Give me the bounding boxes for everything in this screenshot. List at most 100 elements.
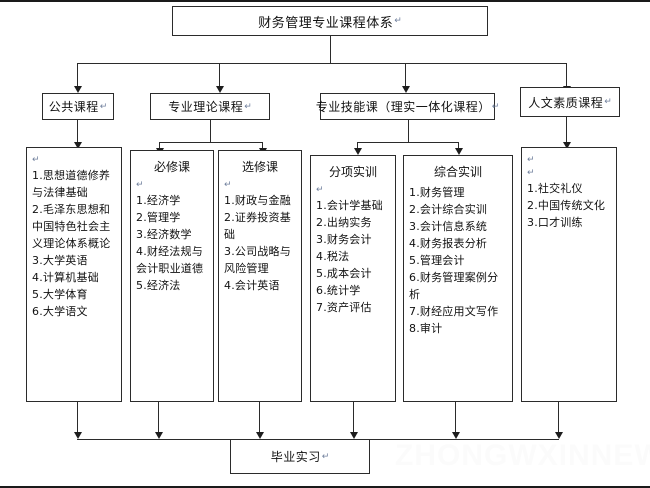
connector-col2-down xyxy=(158,402,159,436)
category-label-skill: 专业技能课（理实一体化课程） xyxy=(315,100,491,114)
connector-theory-right xyxy=(262,142,263,151)
category-box-humanities[interactable]: 人文素质课程↵ xyxy=(520,87,620,117)
arrow-col3-to-bus xyxy=(256,432,264,439)
connector-skill-left xyxy=(357,142,358,151)
connector-skill-split xyxy=(357,142,458,143)
list-item: 3.口才训练 xyxy=(527,216,583,229)
arrow-to-theory xyxy=(216,86,224,93)
pilcrow-icon: ↵ xyxy=(99,101,108,112)
category-box-public[interactable]: 公共课程↵ xyxy=(42,93,114,120)
column-box-comprehensive-training[interactable]: 综合实训 1.财务管理 2.会计综合实训 3.会计信息系统 4.财务报表分析 5… xyxy=(403,155,513,402)
column-box-public-courses[interactable]: ↵ 1.思想道德修养与法律基础 2.毛泽东思想和中国特色社会主义理论体系概论 3… xyxy=(26,147,122,402)
pilcrow-icon: ↵ xyxy=(394,16,402,26)
arrow-to-col-humanities xyxy=(563,142,571,149)
connector-theory-split xyxy=(159,142,262,143)
connector-col3-down xyxy=(259,402,260,436)
column-box-humanities-courses[interactable]: ↵ ↵ 1.社交礼仪 2.中国传统文化 3.口才训练 xyxy=(521,147,617,402)
arrow-col4-to-bus xyxy=(350,432,358,439)
list-item: 7.财经应用文写作 xyxy=(409,305,499,318)
list-item: 4.计算机基础 xyxy=(32,271,99,284)
pilcrow-icon: ↵ xyxy=(136,180,144,190)
root-title-box: 财务管理专业课程体系↵ xyxy=(172,6,488,36)
list-item: 4.会计英语 xyxy=(224,279,280,292)
pilcrow-icon: ↵ xyxy=(527,155,535,165)
list-item: 2.管理学 xyxy=(136,211,181,224)
category-label-theory: 专业理论课程 xyxy=(168,100,244,114)
list-item: 1.经济学 xyxy=(136,194,181,207)
list-item: 5.大学体育 xyxy=(32,288,88,301)
arrow-to-col-public xyxy=(74,142,82,149)
column-box-required-courses[interactable]: 必修课 ↵ 1.经济学 2.管理学 3.经济数学 4.财经法规与会计职业道德 5… xyxy=(130,150,214,402)
list-item: 6.财务管理案例分析 xyxy=(409,271,499,301)
arrow-to-public xyxy=(74,86,82,93)
category-box-theory[interactable]: 专业理论课程↵ xyxy=(150,93,270,120)
list-item: 5.管理会计 xyxy=(409,254,465,267)
connector-humanities-to-col6 xyxy=(566,117,567,145)
list-item: 3.会计信息系统 xyxy=(409,220,488,233)
list-item: 1.会计学基础 xyxy=(316,199,383,212)
connector-drop-public xyxy=(77,63,78,88)
pilcrow-icon: ↵ xyxy=(604,97,612,107)
connector-theory-left xyxy=(159,142,160,151)
pilcrow-icon: ↵ xyxy=(527,168,535,178)
pilcrow-icon: ↵ xyxy=(32,155,40,165)
list-item: 5.经济法 xyxy=(136,279,181,292)
connector-public-to-col1 xyxy=(77,120,78,145)
list-item: 1.财务管理 xyxy=(409,186,465,199)
list-item: 7.资产评估 xyxy=(316,301,372,314)
category-box-skill[interactable]: 专业技能课（理实一体化课程）↵ xyxy=(316,93,499,120)
list-item: 3.财务会计 xyxy=(316,233,372,246)
list-item: 1.财政与金融 xyxy=(224,194,291,207)
watermark: ZHONGWXINNEWS xyxy=(395,439,650,472)
list-item: 3.经济数学 xyxy=(136,228,192,241)
connector-col1-down xyxy=(77,402,78,436)
column-box-elective-courses[interactable]: 选修课 ↵ 1.财政与金融 2.证券投资基础 3.公司战略与风险管理 4.会计英… xyxy=(218,150,302,402)
list-item: 2.毛泽东思想和中国特色社会主义理论体系概论 xyxy=(32,203,111,250)
arrow-to-col-comprehensive xyxy=(455,148,463,155)
arrow-to-col-itemized xyxy=(354,148,362,155)
list-item: 4.财经法规与会计职业道德 xyxy=(136,245,204,275)
connector-col5-down xyxy=(455,402,456,436)
category-label-public: 公共课程 xyxy=(48,100,99,114)
arrow-to-skill xyxy=(402,86,410,93)
column-header-required: 必修课 xyxy=(153,160,190,174)
pilcrow-icon: ↵ xyxy=(224,180,232,190)
list-item: 3.大学英语 xyxy=(32,254,88,267)
list-item: 6.统计学 xyxy=(316,284,361,297)
arrow-col5-to-bus xyxy=(452,432,460,439)
category-label-humanities: 人文素质课程 xyxy=(528,95,604,110)
arrow-col1-to-bus xyxy=(74,432,82,439)
list-item: 6.大学语文 xyxy=(32,305,88,318)
list-item: 1.社交礼仪 xyxy=(527,182,583,195)
bottom-box-graduation-internship[interactable]: 毕业实习↵ xyxy=(230,439,370,474)
connector-col4-down xyxy=(353,402,354,436)
arrow-col6-to-bus xyxy=(555,432,563,439)
column-header-itemized: 分项实训 xyxy=(328,165,377,179)
list-item: 3.公司战略与风险管理 xyxy=(224,245,291,275)
list-item: 2.证券投资基础 xyxy=(224,211,291,241)
list-item: 2.出纳实务 xyxy=(316,216,372,229)
list-item: 5.成本会计 xyxy=(316,267,372,280)
pilcrow-icon: ↵ xyxy=(321,451,330,462)
connector-root-stem xyxy=(330,36,331,63)
connector-theory-stem xyxy=(210,120,211,142)
list-item: 1.思想道德修养与法律基础 xyxy=(32,169,111,199)
connector-drop-skill xyxy=(405,63,406,88)
column-header-elective: 选修课 xyxy=(241,160,278,174)
connector-col6-down xyxy=(558,402,559,436)
list-item: 8.审计 xyxy=(409,322,443,335)
bottom-label: 毕业实习 xyxy=(270,450,321,464)
pilcrow-icon: ↵ xyxy=(244,101,252,112)
list-item: 2.会计综合实训 xyxy=(409,203,488,216)
list-item: 4.财务报表分析 xyxy=(409,237,488,250)
connector-skill-right xyxy=(458,142,459,151)
connector-drop-theory xyxy=(219,63,220,88)
connector-main-bus xyxy=(77,63,566,64)
root-title-label: 财务管理专业课程体系 xyxy=(258,15,394,31)
connector-skill-stem xyxy=(408,120,409,142)
column-box-itemized-training[interactable]: 分项实训 ↵ 1.会计学基础 2.出纳实务 3.财务会计 4.税法 5.成本会计… xyxy=(310,155,396,402)
column-header-comprehensive: 综合实训 xyxy=(433,165,482,179)
arrow-col2-to-bus xyxy=(155,432,163,439)
list-item: 2.中国传统文化 xyxy=(527,199,606,212)
